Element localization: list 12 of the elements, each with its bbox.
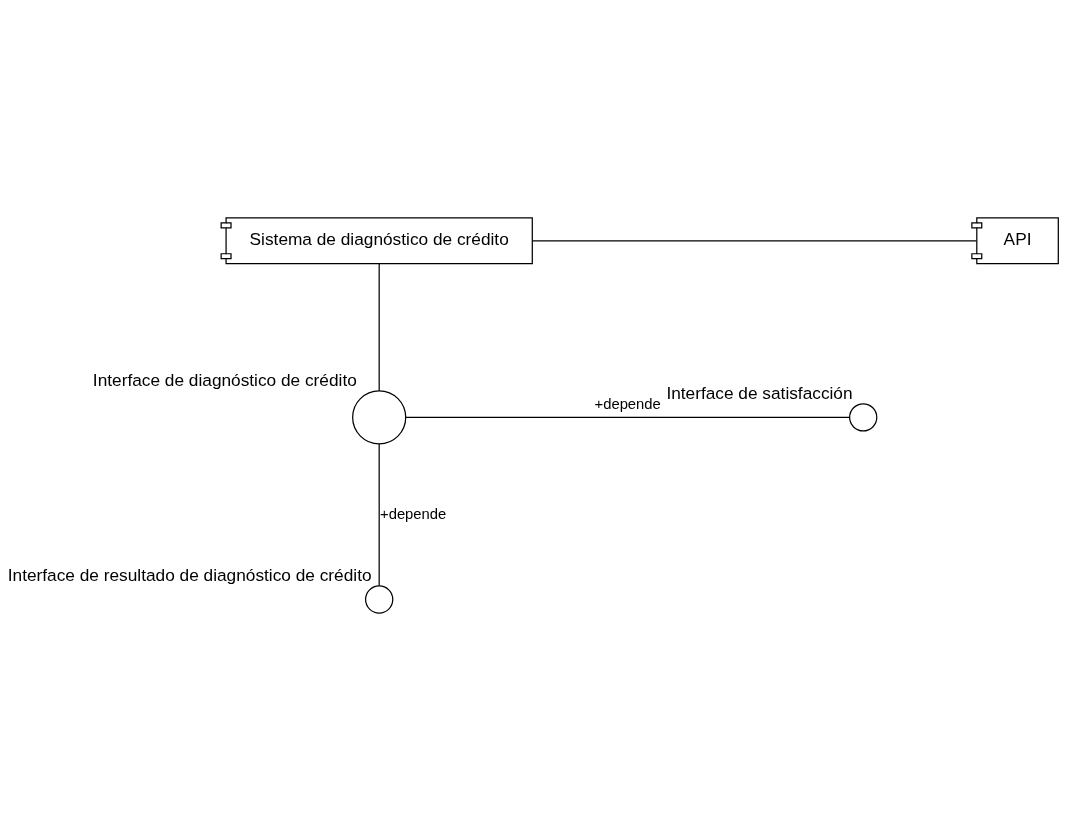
node-circle <box>365 584 394 614</box>
connector <box>378 262 380 391</box>
node-label: Interface de resultado de diagnóstico de crédito <box>7 564 372 585</box>
node-circle <box>849 402 878 432</box>
edge-label: +depende <box>594 395 661 412</box>
node-circle <box>352 389 407 444</box>
connector <box>378 442 380 586</box>
node-label: Interface de satisfacción <box>666 382 853 403</box>
connector <box>405 416 851 418</box>
connector <box>531 239 977 241</box>
edge-label: +depende <box>380 505 447 522</box>
node-label: Interface de diagnóstico de crédito <box>92 369 357 390</box>
